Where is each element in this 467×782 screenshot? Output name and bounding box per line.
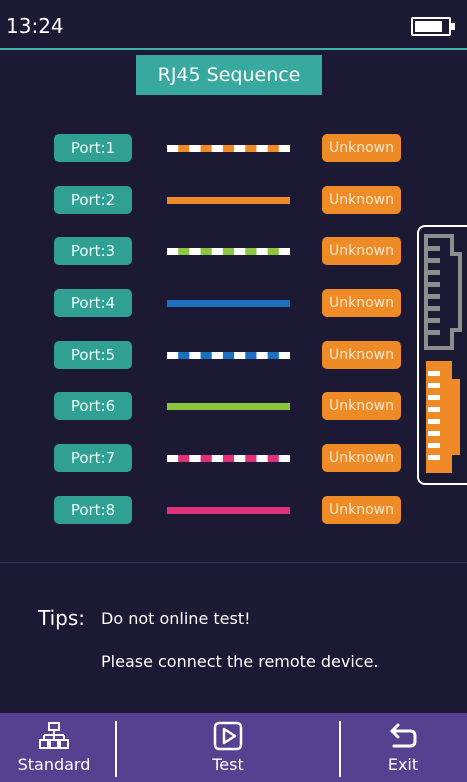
page-title: RJ45 Sequence — [136, 55, 322, 95]
port-row: Port:3 Unknown — [0, 237, 467, 265]
port-row: Port:1 Unknown — [0, 134, 467, 162]
status-badge: Unknown — [322, 444, 401, 472]
tips-message: Do not online test! — [101, 609, 251, 628]
bottom-toolbar: Standard Test Exit — [0, 713, 467, 782]
port-row: Port:8 Unknown — [0, 496, 467, 524]
standard-label: Standard — [17, 755, 91, 774]
status-badge: Unknown — [322, 134, 401, 162]
port-label: Port:2 — [54, 186, 132, 214]
port-label: Port:3 — [54, 237, 132, 265]
clock: 13:24 — [6, 14, 64, 38]
status-badge: Unknown — [322, 186, 401, 214]
battery-level — [415, 21, 442, 32]
rj45-connector-icon[interactable] — [424, 232, 464, 352]
wire-line — [167, 455, 290, 462]
test-button[interactable]: Test — [188, 713, 268, 782]
status-badge: Unknown — [322, 341, 401, 369]
status-badge: Unknown — [322, 392, 401, 420]
port-label: Port:5 — [54, 341, 132, 369]
divider — [0, 562, 467, 563]
wire-line — [167, 300, 290, 307]
tips-label: Tips: — [38, 606, 86, 630]
port-label: Port:6 — [54, 392, 132, 420]
port-label: Port:4 — [54, 289, 132, 317]
status-badge: Unknown — [322, 496, 401, 524]
port-row: Port:6 Unknown — [0, 392, 467, 420]
wire-line — [167, 352, 290, 359]
wire-line — [167, 197, 290, 204]
wire-line — [167, 145, 290, 152]
toolbar-separator — [339, 721, 341, 777]
port-label: Port:7 — [54, 444, 132, 472]
standard-button[interactable]: Standard — [14, 713, 94, 782]
port-row: Port:4 Unknown — [0, 289, 467, 317]
rj45-connector-icon[interactable] — [424, 357, 464, 477]
return-arrow-icon — [390, 723, 417, 748]
port-row: Port:2 Unknown — [0, 186, 467, 214]
port-row: Port:7 Unknown — [0, 444, 467, 472]
network-tree-icon — [39, 722, 69, 749]
status-badge: Unknown — [322, 237, 401, 265]
status-bar: 13:24 — [0, 0, 467, 50]
status-badge: Unknown — [322, 289, 401, 317]
toolbar-separator — [115, 721, 117, 777]
port-label: Port:1 — [54, 134, 132, 162]
tips-message: Please connect the remote device. — [101, 652, 379, 671]
connector-selector — [417, 225, 467, 485]
wire-line — [167, 507, 290, 514]
test-label: Test — [212, 755, 244, 774]
wire-line — [167, 248, 290, 255]
battery-icon — [411, 17, 455, 36]
port-label: Port:8 — [54, 496, 132, 524]
play-icon — [213, 721, 243, 751]
exit-button[interactable]: Exit — [363, 713, 443, 782]
exit-label: Exit — [387, 755, 419, 774]
port-row: Port:5 Unknown — [0, 341, 467, 369]
wire-line — [167, 403, 290, 410]
